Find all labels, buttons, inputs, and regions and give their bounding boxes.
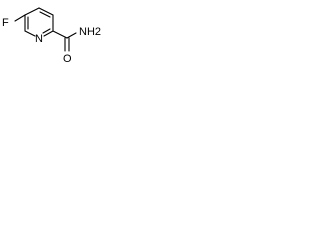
oxygen-label: O [63, 53, 72, 65]
structure-canvas: F N O NH2 [0, 0, 113, 73]
bond-c2-n1 [43, 30, 54, 37]
amide-subscript-label: 2 [95, 26, 101, 38]
fluorine-label: F [2, 17, 9, 29]
bonds [14, 7, 77, 52]
bond-c4-c3-inner [39, 11, 51, 18]
ring-nitrogen-label: N [35, 33, 43, 45]
amide-label: NH2 [79, 26, 101, 38]
amide-nitrogen-label: NH [79, 26, 95, 38]
bond-c2-carbonyl [52, 30, 68, 39]
bond-c2-n1-inner [42, 28, 51, 34]
bond-f-c5 [14, 14, 26, 22]
bond-c4-c3 [38, 7, 54, 16]
bond-carbonyl-nh2 [66, 32, 77, 39]
bond-n1-c6 [24, 30, 36, 37]
bond-c5-c4 [24, 7, 40, 16]
molecule-diagram: F N O NH2 [2, 7, 101, 65]
